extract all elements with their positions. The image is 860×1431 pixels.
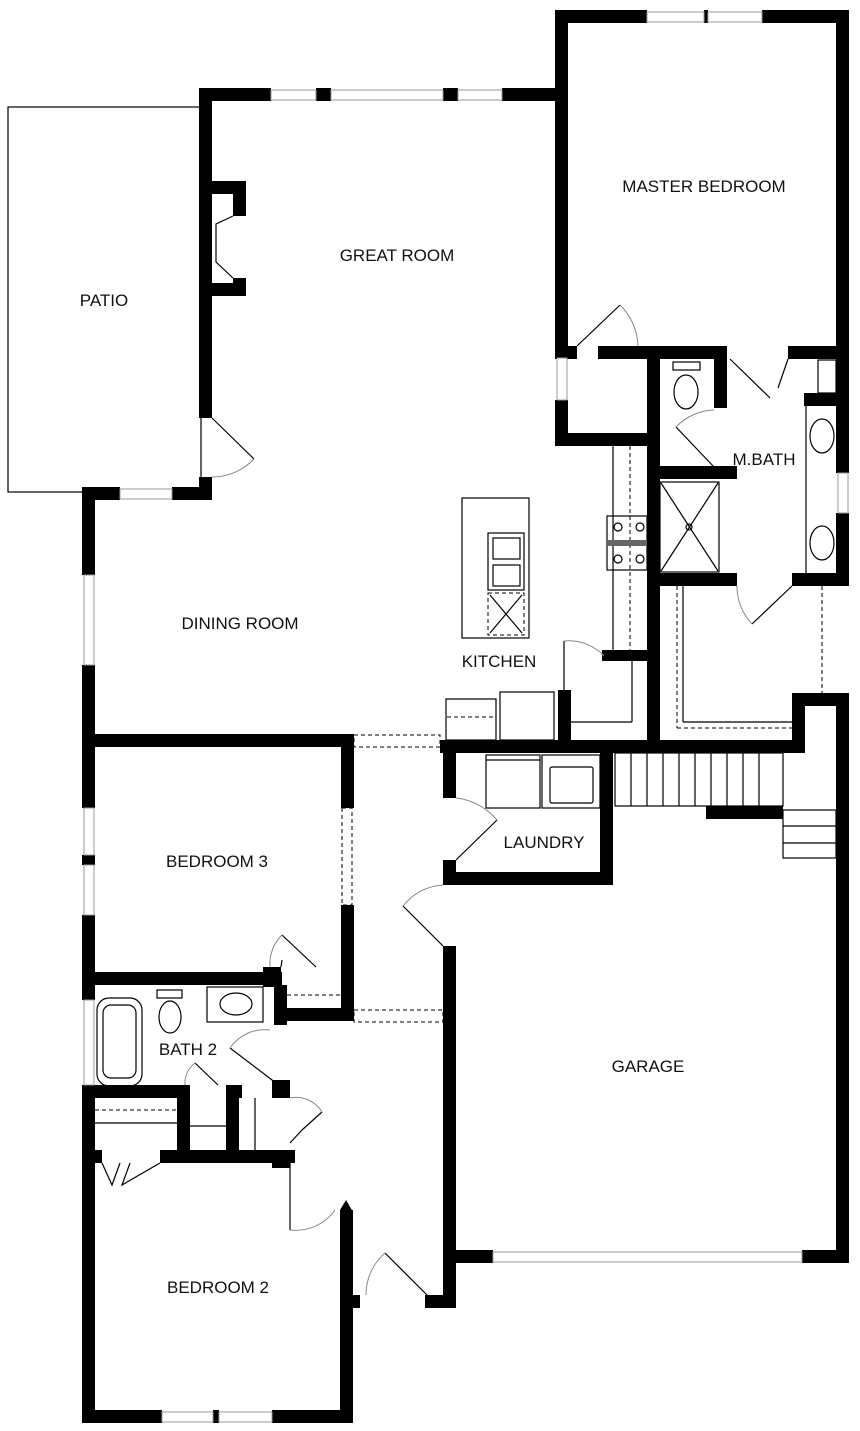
bathtub-icon xyxy=(96,997,143,1087)
label-bedroom-2: BEDROOM 2 xyxy=(167,1278,269,1297)
walls xyxy=(82,10,849,1423)
label-m-bath: M.BATH xyxy=(733,450,796,469)
sink-icon xyxy=(809,418,835,454)
stairs xyxy=(614,752,837,859)
dishwasher xyxy=(487,592,525,636)
sink-icon xyxy=(809,525,835,561)
refrigerator xyxy=(499,691,555,741)
cooktop-icon xyxy=(606,515,648,571)
label-dining-room: DINING ROOM xyxy=(181,614,298,633)
label-patio: PATIO xyxy=(80,291,129,310)
label-laundry: LAUNDRY xyxy=(504,833,585,852)
sink-icon xyxy=(219,992,253,1016)
room-labels: PATIO GREAT ROOM MASTER BEDROOM M.BATH D… xyxy=(80,177,796,1297)
toilet-icon xyxy=(158,1000,182,1034)
doors xyxy=(101,304,793,1297)
label-master-bedroom: MASTER BEDROOM xyxy=(622,177,785,196)
kitchen-island xyxy=(461,497,530,639)
washer xyxy=(485,754,541,809)
windows xyxy=(83,11,849,1423)
label-great-room: GREAT ROOM xyxy=(340,246,455,265)
sink-icon xyxy=(487,532,525,591)
label-bedroom-3: BEDROOM 3 xyxy=(166,852,268,871)
label-bath-2: BATH 2 xyxy=(159,1040,217,1059)
shower-icon xyxy=(659,481,720,573)
label-garage: GARAGE xyxy=(612,1057,685,1076)
openings xyxy=(341,446,823,1023)
toilet-icon xyxy=(673,374,699,410)
dryer xyxy=(541,754,601,809)
label-kitchen: KITCHEN xyxy=(462,652,537,671)
fixtures xyxy=(95,359,837,1150)
